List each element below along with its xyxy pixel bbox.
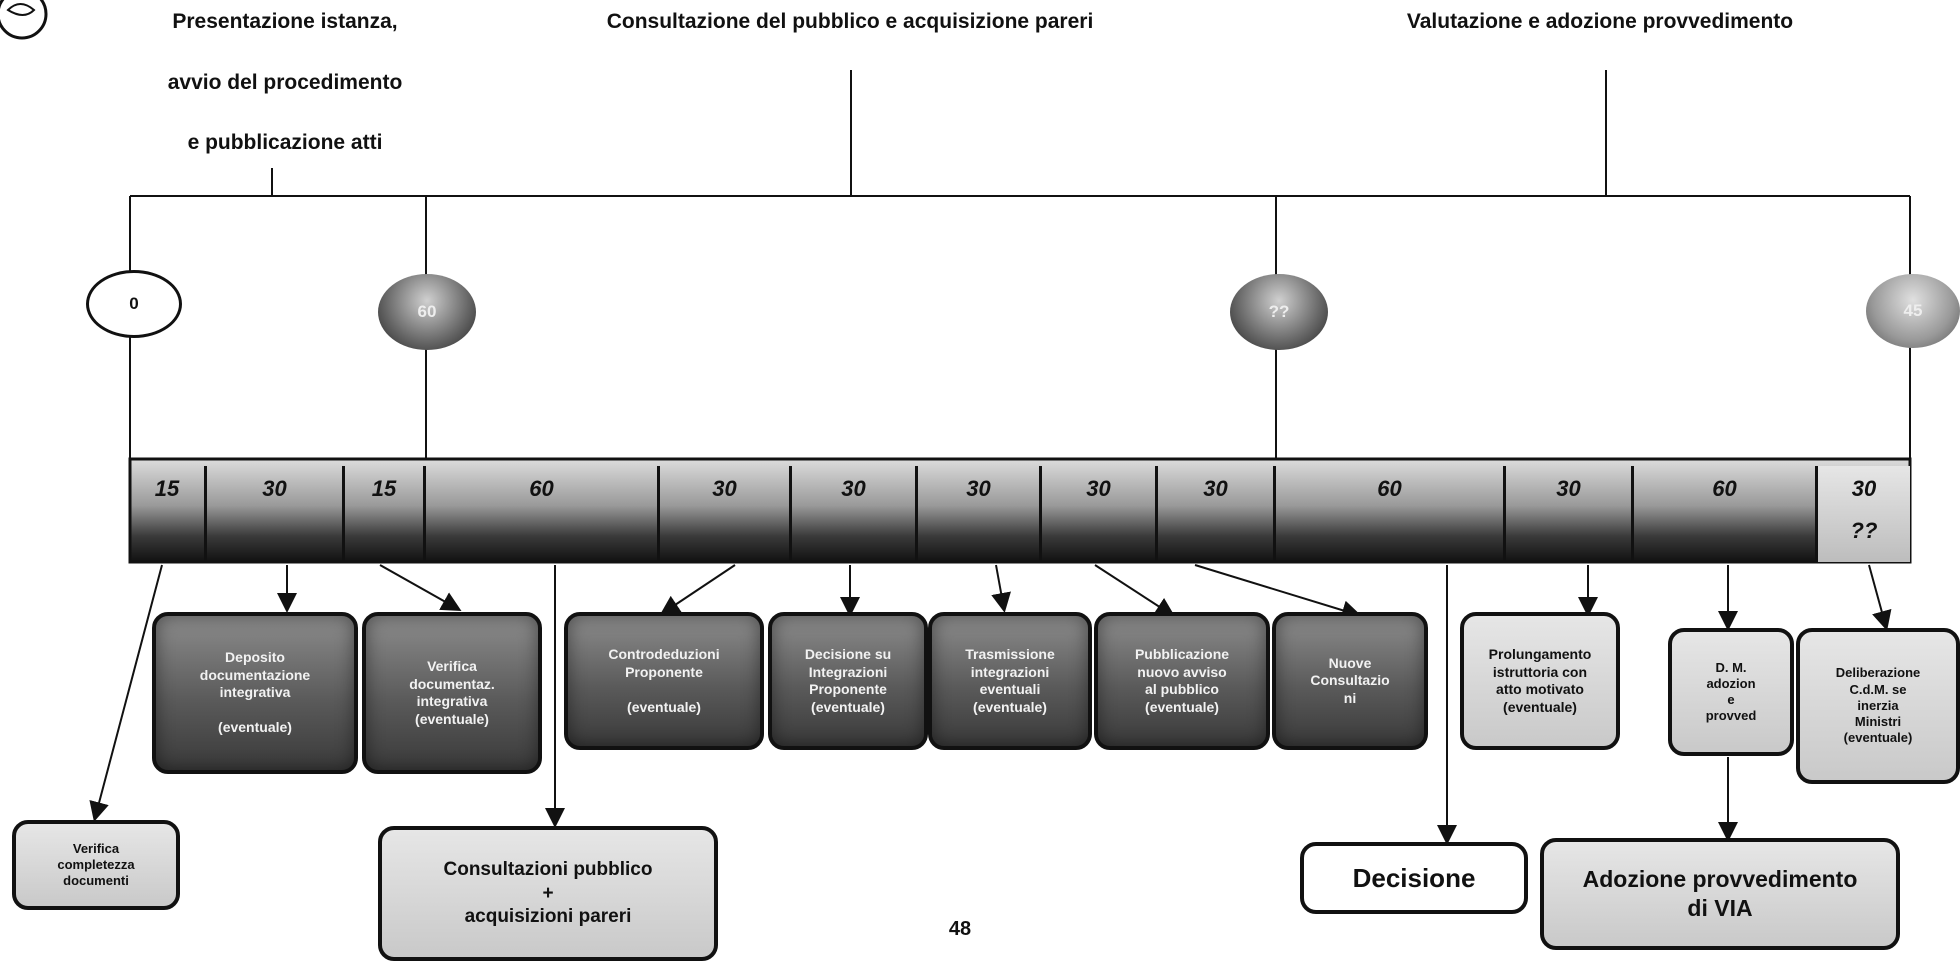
box-verifica-completezza: Verifica completezza documenti [12, 820, 180, 910]
box-controdeduzioni: Controdeduzioni Proponente (eventuale) [564, 612, 764, 750]
duration-cell: 30 [792, 466, 918, 562]
duration-cell: 30 [918, 466, 1042, 562]
duration-cell: 30 [660, 466, 792, 562]
timeline-bar [128, 457, 1912, 564]
duration-cell: 15 [345, 466, 426, 562]
phase1-heading-line3: e pubblicazione atti [187, 131, 383, 154]
box-decisione-integrazioni: Decisione su Integrazioni Proponente (ev… [768, 612, 928, 750]
milestone-60: 60 [378, 274, 476, 350]
duration-cell: 60 [1634, 466, 1818, 562]
phase1-heading-line1: Presentazione istanza, [172, 10, 398, 33]
box-prolungamento-istruttoria: Prolungamento istruttoria con atto motiv… [1460, 612, 1620, 750]
duration-cell: 30 ?? [1818, 466, 1910, 562]
box-deliberazione-cdm: Deliberazione C.d.M. se inerzia Ministri… [1796, 628, 1960, 784]
milestone-unknown: ?? [1230, 274, 1328, 350]
box-trasmissione: Trasmissione integrazioni eventuali (eve… [928, 612, 1092, 750]
duration-cell: 30 [1506, 466, 1634, 562]
box-consultazioni-pubblico: Consultazioni pubblico + acquisizioni pa… [378, 826, 718, 961]
box-decisione: Decisione [1300, 842, 1528, 914]
box-verifica-integrativa: Verifica documentaz. integrativa (eventu… [362, 612, 542, 774]
box-deposito-documentazione: Deposito documentazione integrativa (eve… [152, 612, 358, 774]
duration-cell: 60 [426, 466, 660, 562]
phase3-heading: Valutazione e adozione provvedimento [1406, 10, 1794, 33]
box-nuove-consultazioni: Nuove Consultazio ni [1272, 612, 1428, 750]
duration-cell: 60 [1276, 466, 1506, 562]
page-number: 48 [948, 918, 972, 940]
duration-cell: 30 [1042, 466, 1158, 562]
logo-icon [0, 0, 48, 40]
duration-cell: 30 [207, 466, 345, 562]
duration-cell: 30 [1158, 466, 1276, 562]
milestone-0: 0 [86, 270, 182, 338]
phase2-heading: Consultazione del pubblico e acquisizion… [606, 10, 1094, 33]
milestone-45: 45 [1866, 274, 1960, 348]
box-pubblicazione-avviso: Pubblicazione nuovo avviso al pubblico (… [1094, 612, 1270, 750]
phase-bracket [129, 70, 1911, 466]
phase1-heading-line2: avvio del procedimento [167, 71, 403, 94]
box-dm-adozione: D. M. adozion e provved [1668, 628, 1794, 756]
flow-arrows [89, 564, 1892, 845]
box-adozione-provvedimento: Adozione provvedimento di VIA [1540, 838, 1900, 950]
duration-cell: 15 [130, 466, 207, 562]
